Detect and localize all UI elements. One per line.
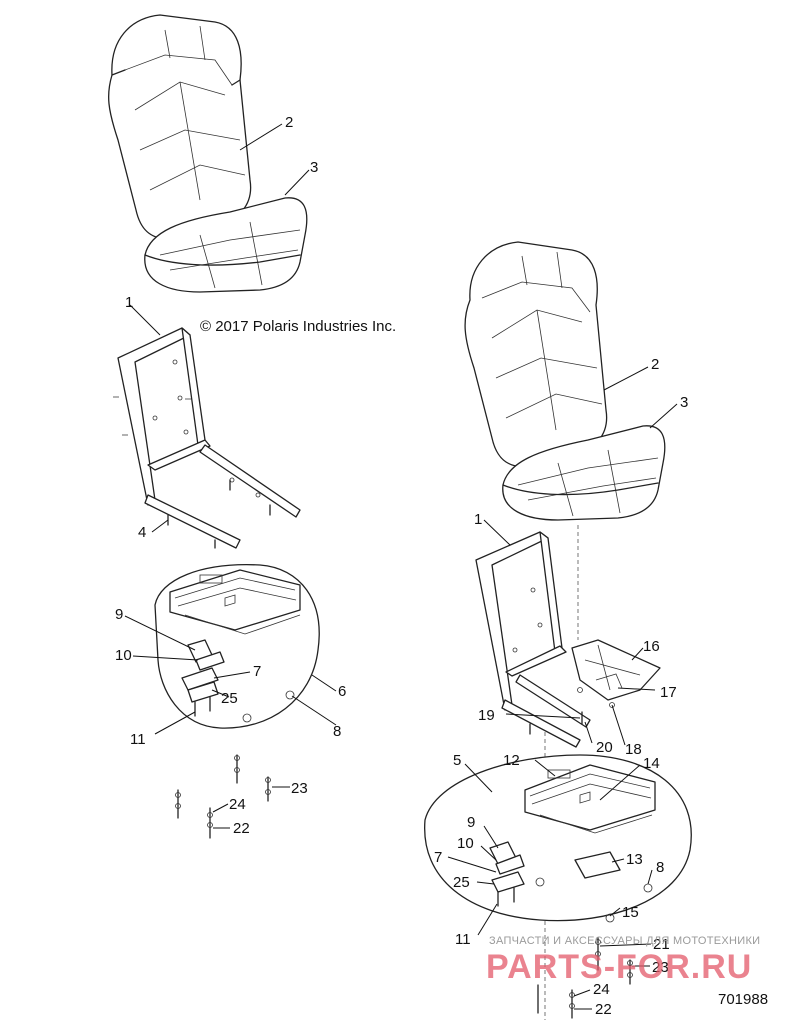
- callout-5-right: 5: [453, 752, 461, 769]
- left-seat-base: [154, 564, 320, 729]
- callout-24-left: 24: [229, 796, 246, 813]
- left-callouts: 2 3 1 4 9 10 7 6 25 11 8 23 24 22: [115, 114, 346, 837]
- right-seat-frame: [475, 531, 661, 748]
- callout-8-right: 8: [656, 859, 664, 876]
- callout-9-right: 9: [467, 814, 475, 831]
- watermark-caption: ЗАПЧАСТИ И АКСЕССУАРЫ ДЛЯ МОТОТЕХНИКИ: [489, 935, 760, 947]
- right-callouts: 2 3 1 16 17 19 20 18 5 12 14 9 10 7 13 2…: [434, 356, 688, 1018]
- callout-11-right: 11: [455, 931, 471, 948]
- right-seat-assembly: [464, 241, 666, 521]
- callout-1-right: 1: [474, 511, 482, 528]
- copyright-text: © 2017 Polaris Industries Inc.: [200, 318, 396, 335]
- callout-17-right: 17: [660, 684, 677, 701]
- callout-2-right: 2: [651, 356, 659, 373]
- callout-14-right: 14: [643, 755, 660, 772]
- callout-16-right: 16: [643, 638, 660, 655]
- callout-9-left: 9: [115, 606, 123, 623]
- callout-25-right: 25: [453, 874, 470, 891]
- callout-18-right: 18: [625, 741, 642, 758]
- callout-3-right: 3: [680, 394, 688, 411]
- callout-15-right: 15: [622, 904, 639, 921]
- callout-10-left: 10: [115, 647, 132, 664]
- callout-10-right: 10: [457, 835, 474, 852]
- figure-number: 701988: [718, 991, 768, 1008]
- watermark-logo: PARTS-FOR.RU: [486, 948, 752, 986]
- callout-22-right: 22: [595, 1001, 612, 1018]
- callout-3-left: 3: [310, 159, 318, 176]
- callout-4-left: 4: [138, 524, 146, 541]
- callout-13-right: 13: [626, 851, 643, 868]
- callout-7-right: 7: [434, 849, 442, 866]
- watermark: ЗАПЧАСТИ И АКСЕССУАРЫ ДЛЯ МОТОТЕХНИКИ PA…: [486, 935, 760, 986]
- right-seat-base: [424, 754, 692, 923]
- callout-20-right: 20: [596, 739, 613, 756]
- callout-21-right: 21: [653, 936, 670, 953]
- callout-12-right: 12: [503, 752, 520, 769]
- callout-23-left: 23: [291, 780, 308, 797]
- callout-1-left: 1: [125, 294, 133, 311]
- callout-6-left: 6: [338, 683, 346, 700]
- callout-24-right: 24: [593, 981, 610, 998]
- callout-23-right: 23: [652, 959, 669, 976]
- callout-7-left: 7: [253, 663, 261, 680]
- right-hardware: [537, 937, 633, 1019]
- leader-lines: [124, 123, 678, 1010]
- left-seat-frame: [113, 327, 301, 549]
- callout-8-left: 8: [333, 723, 341, 740]
- left-seat-assembly: [108, 14, 308, 293]
- callout-2-left: 2: [285, 114, 293, 131]
- callout-11-left: 11: [130, 731, 146, 748]
- callout-25-left: 25: [221, 690, 238, 707]
- callout-22-left: 22: [233, 820, 250, 837]
- callout-19-right: 19: [478, 707, 495, 724]
- left-hardware: [175, 754, 271, 839]
